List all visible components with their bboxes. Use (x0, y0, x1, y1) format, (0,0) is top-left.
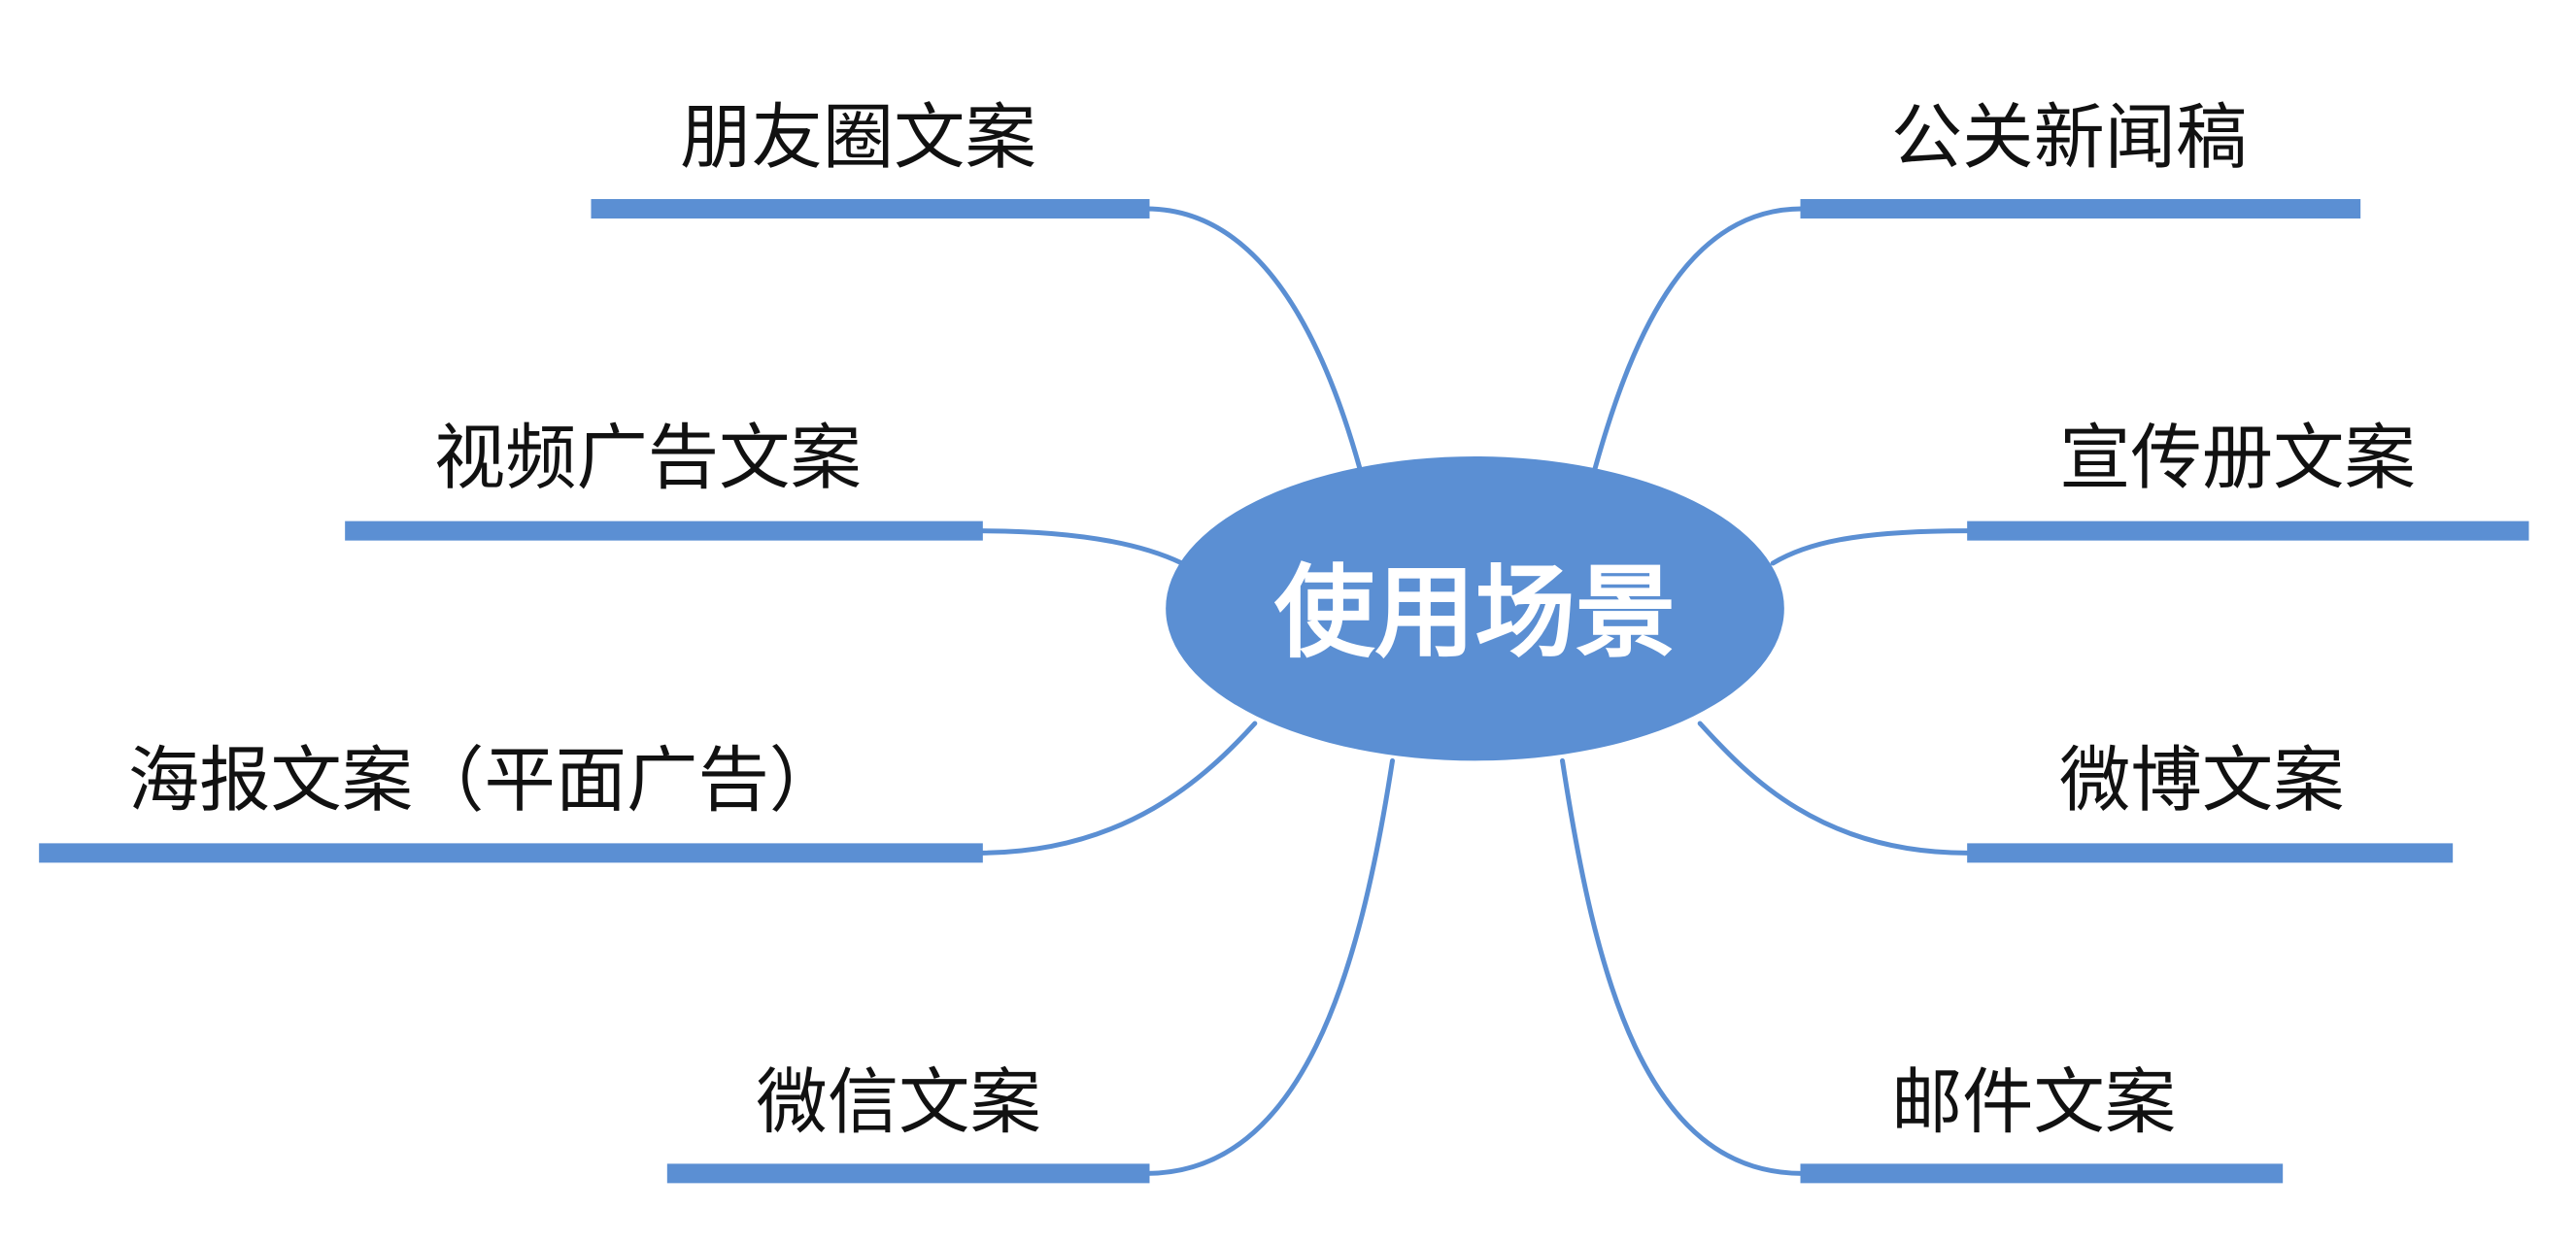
connector-email-copy (1560, 757, 1805, 1176)
connectors (977, 206, 1970, 1176)
branch-label-video-ad-copy: 视频广告文案 (434, 418, 862, 500)
branch-label-weibo-copy: 微博文案 (2059, 739, 2344, 822)
connector-wechat-copy (1143, 757, 1396, 1176)
branch-label-email-copy: 邮件文案 (1891, 1061, 2176, 1144)
branch-label-moments-copy: 朋友圈文案 (680, 97, 1036, 180)
connector-poster-copy (977, 721, 1258, 856)
connector-brochure-copy (1770, 528, 1970, 566)
connector-moments-copy (1143, 206, 1363, 472)
branch-label-pr-release: 公关新闻稿 (1891, 97, 2248, 180)
branch-labels: 朋友圈文案 视频广告文案 海报文案（平面广告） 微信文案 公关新闻稿 宣传册文案… (128, 97, 2416, 1144)
center-topic: 使用场景 (1166, 456, 1784, 761)
center-oval (1166, 456, 1784, 761)
connector-video-ad-copy (977, 528, 1185, 566)
branch-underlines (39, 199, 2529, 1184)
branch-label-poster-copy: 海报文案（平面广告） (128, 739, 840, 822)
branch-label-wechat-copy: 微信文案 (757, 1061, 1041, 1144)
connector-pr-release (1592, 206, 1805, 472)
branch-label-brochure-copy: 宣传册文案 (2059, 418, 2416, 500)
connector-weibo-copy (1697, 721, 1970, 856)
center-label: 使用场景 (1274, 555, 1676, 672)
